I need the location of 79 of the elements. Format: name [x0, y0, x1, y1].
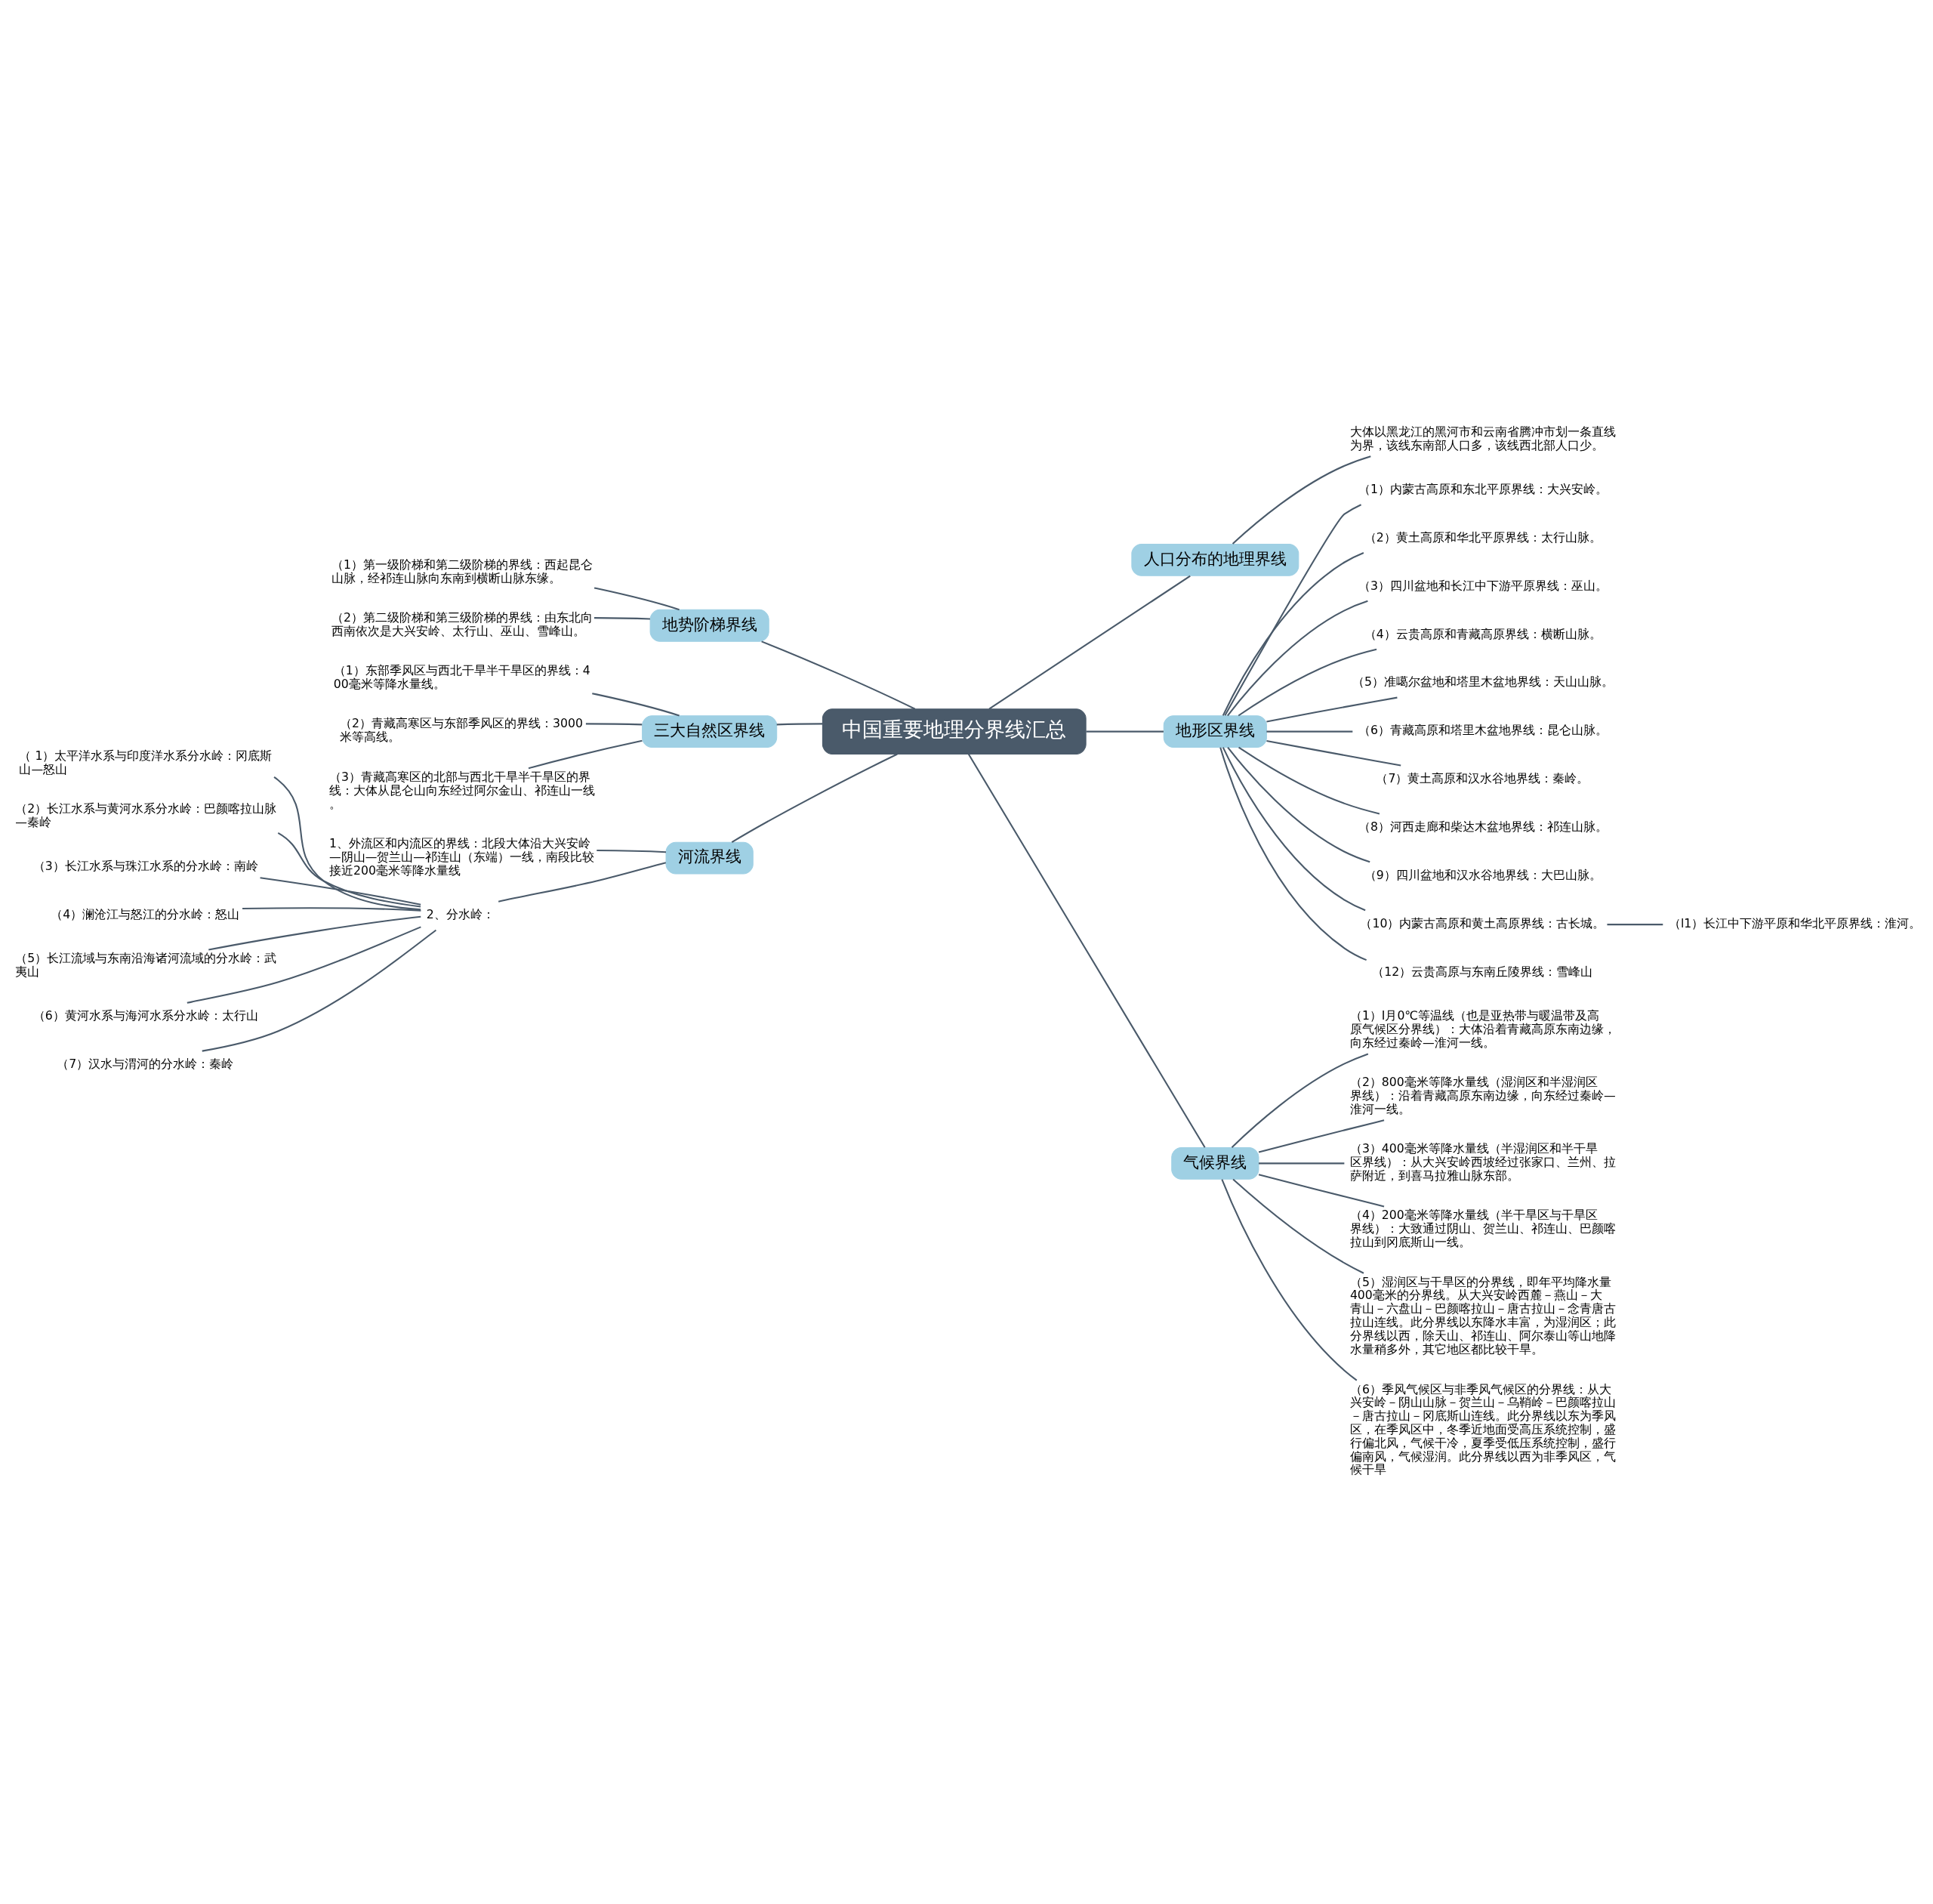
- node-text: （6）青藏高原和塔里木盆地界线：昆仑山脉。: [1358, 723, 1608, 738]
- connector: [1238, 648, 1377, 717]
- node-text: （7）汉水与渭河的分水岭：秦岭: [57, 1057, 234, 1072]
- node-text: （5）湿润区与干旱区的分界线，即年平均降水量400毫米的分界线。从大兴安岭西麓－燕山－大青山－六盘山－巴颜喀拉山－唐古拉山－念青唐古拉山连线。此分界线以东降水丰富，为湿润区；此分界线以西，除天山、祁连山、阿尔泰山等山地降水量稍多外，其它地区都比较干旱。: [1349, 1274, 1616, 1356]
- node-text: （l1）长江中下游平原和华北平原界线：淮河。: [1668, 915, 1922, 930]
- node-text: 2、分水岭：: [426, 907, 495, 922]
- node-text: （4）云贵高原和青藏高原界线：横断山脉。: [1364, 626, 1602, 641]
- connector: [1227, 747, 1370, 863]
- node-text: （1）内蒙古高原和东北平原界线：大兴安岭。: [1358, 481, 1608, 496]
- connector: [1258, 1162, 1345, 1165]
- node-text: （4）澜沧江与怒江的分水岭：怒山: [51, 907, 240, 922]
- connector: [528, 739, 643, 770]
- node-box: 河流界线: [665, 841, 754, 875]
- node-text: （3）400毫米等降水量线（半湿润区和半干旱区界线）：从大兴安岭西坡经过张家口、兰州、拉萨附近，到喜马拉雅山脉东部。: [1349, 1141, 1616, 1183]
- connector: [593, 617, 650, 620]
- connector: [1222, 551, 1364, 716]
- node-text: （4）200毫米等降水量线（半干旱区与干旱区界线）：大致通过阴山、贺兰山、祁连山、巴颜喀拉山到冈底斯山一线。: [1349, 1208, 1616, 1249]
- connector: [776, 723, 823, 726]
- connector: [1219, 747, 1367, 961]
- connector: [1086, 730, 1164, 733]
- connector: [498, 862, 667, 903]
- node-text: （1）I月0℃等温线（也是亚热带与暖温带及高原气候区分界线）：大体沿着青藏高原东南边缘，向东经过秦岭—淮河一线。: [1349, 1008, 1616, 1050]
- node-box: 人口分布的地理界线: [1131, 543, 1299, 576]
- connector: [1226, 600, 1368, 717]
- connector: [585, 723, 643, 726]
- connector: [1258, 1174, 1385, 1208]
- connector: [1221, 1179, 1358, 1381]
- node-text: （10）内蒙古高原和黄土高原界线：古长城。: [1360, 915, 1605, 930]
- connector: [731, 753, 898, 844]
- node-text: （5）准噶尔盆地和塔里木盆地界线：天山山脉。: [1352, 674, 1614, 690]
- node-text: （5）长江流域与东南沿海诸河流域的分水岭：武夷山: [15, 951, 277, 980]
- node-text: （2）800毫米等降水量线（湿润区和半湿润区界线）：沿着青藏高原东南边缘，向东经过秦岭—淮河一线。: [1349, 1075, 1616, 1116]
- node-text: （1）东部季风区与西北干旱半干旱区的界线：400毫米等降水量线。: [333, 663, 590, 691]
- node-box: 地形区界线: [1163, 715, 1267, 748]
- connector: [1231, 1053, 1369, 1148]
- node-text: （6）季风气候区与非季风气候区的分界线：从大兴安岭－阴山山脉－贺兰山－乌鞘岭－巴颜喀拉山－唐古拉山－冈底斯山连线。此分界线以东为季风区，在季风区中，冬季近地面受高压系统控制，盛行偏北风，气候干冷，夏季受低压系统控制，盛行偏南风，气候湿润。此分界线以西为非季风区，气候干旱: [1349, 1381, 1616, 1477]
- node-text: （9）四川盆地和汉水谷地界线：大巴山脉。: [1364, 867, 1602, 882]
- connector: [988, 575, 1191, 710]
- node-text: （2）青藏高寒区与东部季风区的界线：3000米等高线。: [340, 716, 583, 745]
- connector: [1266, 740, 1401, 767]
- node-box: 气候界线: [1171, 1146, 1259, 1180]
- connector: [202, 929, 437, 1052]
- node-text: （ 1）太平洋水系与印度洋水系分水岭：冈底斯山—怒山: [19, 748, 273, 777]
- node-text: 1、外流区和内流区的界线：北段大体沿大兴安岭—阴山—贺兰山—祁连山（东端）一线，南段比较接近200毫米等降水量线: [328, 836, 595, 878]
- node-text: （7）黄土高原和汉水谷地界线：秦岭。: [1376, 771, 1589, 786]
- connector: [592, 693, 680, 717]
- node-text: 大体以黑龙江的黑河市和云南省腾冲市划一条直线为界，该线东南部人口多，该线西北部人口少。: [1349, 424, 1616, 452]
- connector: [1258, 1119, 1385, 1153]
- connector: [1238, 746, 1380, 815]
- connector: [1222, 747, 1366, 912]
- node-text: （2）黄土高原和华北平原界线：太行山脉。: [1364, 529, 1602, 545]
- node-text: （3）长江水系与珠江水系的分水岭：南岭: [32, 859, 258, 874]
- node-text: （8）河西走廊和柴达木盆地界线：祁连山脉。: [1358, 819, 1608, 835]
- connector: [1266, 696, 1398, 723]
- node-text: （12）云贵高原与东南丘陵界线：雪峰山: [1372, 964, 1593, 979]
- connector: [277, 832, 421, 908]
- connector: [1232, 455, 1371, 545]
- connector: [1224, 504, 1361, 716]
- node-text: （1）第一级阶梯和第二级阶梯的界线：西起昆仑山脉，经祁连山脉向东南到横断山脉东缘。: [331, 557, 593, 585]
- connector: [593, 587, 680, 611]
- connector: [187, 926, 421, 1004]
- node-text: （2）第二级阶梯和第三级阶梯的界线：由东北向西南依次是大兴安岭、太行山、巫山、雪峰山。: [331, 610, 593, 638]
- connector: [242, 907, 421, 912]
- node-text: （3）青藏高寒区的北部与西北干旱半干旱区的界线：大体从昆仑山向东经过阿尔金山、祁连山一线。: [328, 770, 595, 811]
- connector: [1607, 924, 1663, 926]
- connector: [597, 849, 667, 853]
- node-box: 中国重要地理分界线汇总: [822, 708, 1087, 755]
- node-box: 地势阶梯界线: [649, 609, 769, 642]
- node-text: （6）黄河水系与海河水系分水岭：太行山: [32, 1008, 258, 1023]
- node-box: 三大自然区界线: [642, 715, 778, 748]
- connector: [208, 915, 421, 951]
- node-text: （2）长江水系与黄河水系分水岭：巴颜喀拉山脉—秦岭: [15, 801, 277, 830]
- node-text: （3）四川盆地和长江中下游平原界线：巫山。: [1358, 578, 1608, 593]
- connector: [260, 877, 421, 906]
- connector: [1232, 1178, 1364, 1274]
- connector: [273, 776, 421, 911]
- connector: [967, 754, 1206, 1148]
- connector: [761, 640, 916, 710]
- connector: [1266, 730, 1353, 733]
